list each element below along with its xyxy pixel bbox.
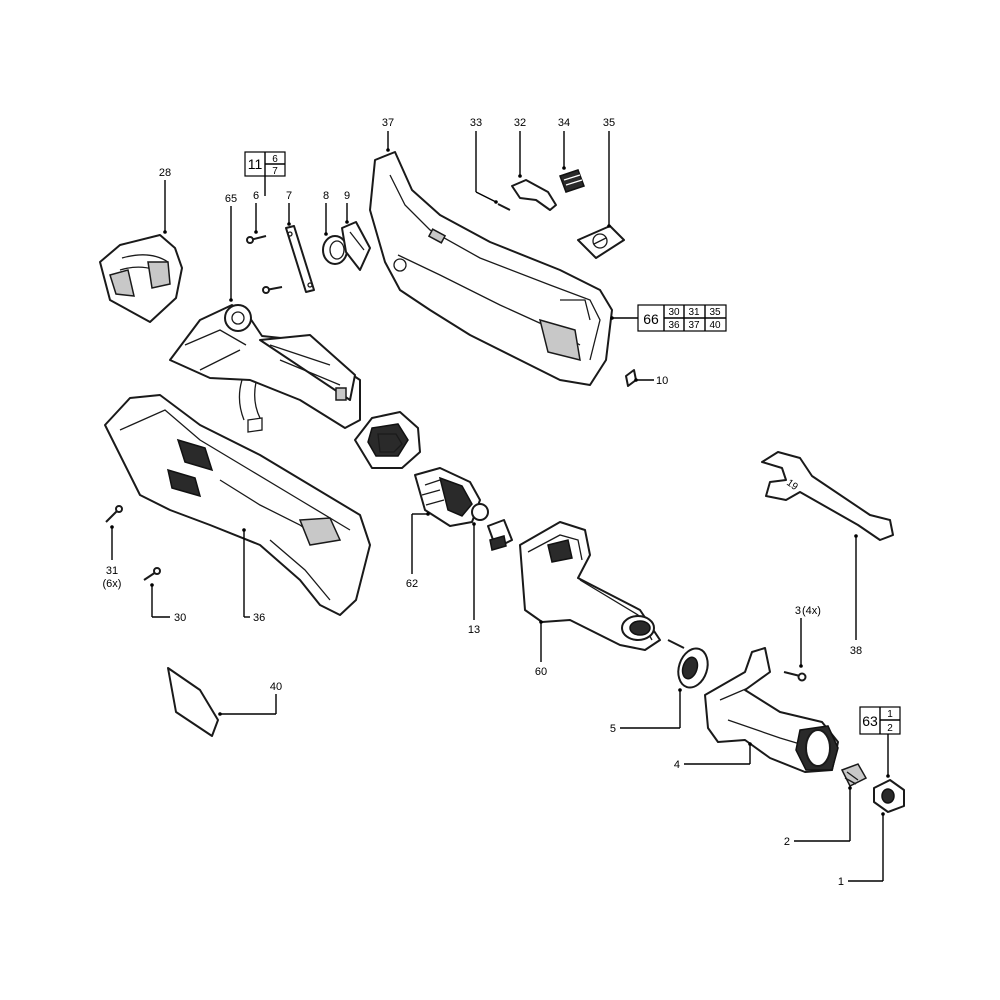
callout-1: 1 [838,876,844,888]
callout-31: 31 [106,565,118,577]
kit-66-item: 40 [709,320,721,331]
part-9-plate [341,221,371,271]
callout-28: 28 [159,167,171,179]
part-32-lever [511,179,557,211]
part-36-housing-lower [104,394,371,616]
part-2-collet [840,763,868,788]
callout-9: 9 [344,190,350,202]
part-28-cap [99,234,183,323]
kit-11-item: 6 [272,154,278,165]
callout-4: 4 [674,759,680,771]
part-38-spanner: 19 [761,451,894,541]
leader-dots [110,148,890,816]
part-34-slider [559,169,585,193]
callout-30: 30 [174,612,186,624]
kit-63-item: 1 [887,709,893,720]
callout-37: 37 [382,117,394,129]
callout-6: 6 [253,190,259,202]
callout-32: 32 [514,117,526,129]
part-35-label-plate [577,225,625,259]
callout-36: 36 [253,612,265,624]
part-13-brush [487,519,513,551]
kit-63-number: 63 [862,713,878,729]
callout-35: 35 [603,117,615,129]
kit-66-item: 30 [668,307,680,318]
callout-31-qty: (6x) [103,578,122,590]
part-1-nut [873,779,905,813]
kit-11-box: 11 6 7 [244,151,286,177]
part-6-screw [246,235,267,244]
part-6-screw-b [262,286,283,294]
callout-7: 7 [286,190,292,202]
callout-65: 65 [225,193,237,205]
callout-2: 2 [784,836,790,848]
callout-33: 33 [470,117,482,129]
part-30-screw [143,567,161,581]
callout-60: 60 [535,666,547,678]
part-37-housing-upper [369,151,613,386]
kit-66-number: 66 [643,311,659,327]
part-33-pin [497,203,511,211]
kit-66-box: 66 30 31 35 36 37 40 [637,304,727,332]
part-3-screw [783,671,807,682]
kit-11-item: 7 [272,166,278,177]
callout-34: 34 [558,117,570,129]
callout-40: 40 [270,681,282,693]
part-4-spindle-housing [704,647,839,773]
kit-63-item: 2 [887,723,893,734]
callout-3: 3 [795,605,801,617]
part-40-label [167,667,219,737]
part-62-armature [414,467,489,527]
part-31-screw [105,505,123,523]
leader-lines [111,131,889,882]
callout-62: 62 [406,578,418,590]
part-7-clamp [285,225,315,293]
kit-66-item: 37 [688,320,700,331]
callout-8: 8 [323,190,329,202]
part-5-flange [677,647,709,689]
kit-11-number: 11 [248,156,263,172]
callout-13: 13 [468,624,480,636]
callout-5: 5 [610,723,616,735]
kit-63-box: 63 1 2 [859,706,901,735]
kit-66-item: 36 [668,320,680,331]
part-pin-small [667,639,685,649]
callout-labels: 28 65 6 7 8 9 37 33 32 34 35 10 31 (6x) … [103,117,863,888]
callout-3-qty: (4x) [802,605,821,617]
kit-66-item: 35 [709,307,721,318]
part-65-electronics [169,304,421,469]
callout-10: 10 [656,375,668,387]
part-10-clip [625,369,637,387]
kit-66-item: 31 [688,307,700,318]
callout-38: 38 [850,645,862,657]
part-60-gear-housing [519,521,661,651]
